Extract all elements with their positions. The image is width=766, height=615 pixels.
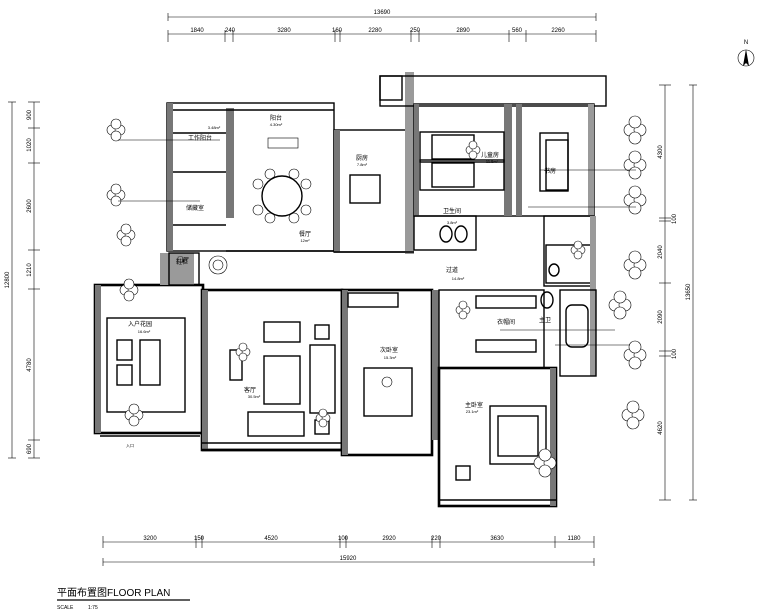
bottom-dim-seg: 1180 <box>568 536 582 542</box>
room-label-master: 主卧室 <box>465 401 483 409</box>
north-label: N <box>744 40 748 46</box>
top-dim-seg: 2890 <box>456 28 470 34</box>
left-dim-seg: 900 <box>27 109 33 120</box>
right-dim-seg: 4300 <box>658 145 664 159</box>
room-area-kids: 11.5m² <box>486 159 499 164</box>
room-area-guest: 15.3m² <box>384 355 397 360</box>
left-dimension-chain: 12800 900 1020 2600 1210 4780 690 <box>5 101 40 459</box>
leader-lines <box>118 139 636 346</box>
room-area-corridor: 14.8m² <box>452 276 465 281</box>
right-dim-seg: 100 <box>672 213 678 224</box>
left-dim-seg: 4780 <box>27 358 33 372</box>
scale-value: 1:75 <box>88 605 98 611</box>
bottom-dim-seg: 220 <box>431 536 442 542</box>
right-dim-seg: 2090 <box>658 310 664 324</box>
room-label-dining: 餐厅 <box>299 230 311 238</box>
room-label-balcony: 阳台 <box>270 114 282 122</box>
top-dim-seg: 2280 <box>368 28 382 34</box>
room-label-corridor: 过道 <box>446 266 458 274</box>
top-dim-seg: 560 <box>512 28 523 34</box>
room-area-master: 23.1m² <box>466 409 479 414</box>
left-dim-seg: 1020 <box>27 138 33 152</box>
room-label-garden: 入户花园 <box>128 320 152 328</box>
top-dim-total: 13690 <box>374 10 391 16</box>
room-area-balcony: 4.30m² <box>270 122 283 127</box>
top-dim-seg: 160 <box>332 28 343 34</box>
entrance-label: 入口 <box>126 443 134 448</box>
room-label-guest: 次卧室 <box>380 346 398 354</box>
left-dim-seg: 1210 <box>27 263 33 277</box>
furniture <box>116 134 569 481</box>
bottom-dim-seg: 4520 <box>264 536 278 542</box>
room-labels: 阳台 4.30m² 工作阳台 3.48m² 储藏室 餐厅 12m² 厨房 7.8… <box>126 114 556 448</box>
room-label-storage: 储藏室 <box>186 204 204 212</box>
top-dim-seg: 1840 <box>190 28 204 34</box>
bottom-dim-seg: 2920 <box>382 536 396 542</box>
bottom-dim-seg: 100 <box>338 536 349 542</box>
room-label-kitchen: 厨房 <box>356 154 368 162</box>
title-en: FLOOR PLAN <box>107 588 170 599</box>
right-dim-seg: 4620 <box>658 421 664 435</box>
bottom-dim-seg: 150 <box>194 536 205 542</box>
room-label-master-bath: 主卫 <box>539 316 551 324</box>
top-dim-seg: 240 <box>225 28 236 34</box>
top-dimension-chain: 13690 1840 240 3280 160 2280 250 2890 56… <box>167 10 597 42</box>
right-dim-total: 13650 <box>686 283 692 300</box>
left-dim-seg: 2600 <box>27 199 33 213</box>
north-arrow-icon: N <box>737 40 755 67</box>
bottom-dim-seg: 3630 <box>490 536 504 542</box>
room-label-living: 客厅 <box>244 386 256 394</box>
room-area-kitchen: 7.8m² <box>357 162 368 167</box>
room-label-bath2: 卫生间 <box>443 207 461 215</box>
title-block: 平面布置图 FLOOR PLAN SCALE 1:75 <box>57 587 190 611</box>
room-label-kids: 儿童房 <box>481 151 499 159</box>
right-dim-seg: 2040 <box>658 245 664 259</box>
bottom-dim-total: 15920 <box>340 556 357 562</box>
right-dim-seg: 100 <box>672 348 678 359</box>
room-area-garden: 16.6m² <box>138 329 151 334</box>
bottom-dim-seg: 3200 <box>143 536 157 542</box>
room-label-study: 书房 <box>544 167 556 175</box>
right-dimension-chain: 4300 100 2040 2090 100 4620 13650 <box>658 84 697 501</box>
room-label-cloak: 衣帽间 <box>497 318 515 326</box>
top-dim-seg: 250 <box>410 28 421 34</box>
top-dim-seg: 3280 <box>277 28 291 34</box>
room-area-utility: 3.48m² <box>208 125 221 130</box>
title-cn: 平面布置图 <box>57 587 107 599</box>
room-area-dining: 12m² <box>300 238 310 243</box>
room-label-foyer: 门厅 <box>177 256 189 264</box>
scale-label: SCALE <box>57 605 74 611</box>
left-dim-total: 12800 <box>5 271 11 288</box>
room-label-utility: 工作阳台 <box>188 134 212 142</box>
room-label-shoe: 鞋柜 <box>176 258 188 266</box>
plant-icon-group <box>106 115 647 478</box>
top-dim-seg: 2260 <box>551 28 565 34</box>
room-area-living: 30.5m² <box>248 394 261 399</box>
room-area-bath2: 3.8m² <box>447 220 458 225</box>
left-dim-seg: 690 <box>27 443 33 454</box>
building-walls <box>93 72 607 508</box>
bottom-dimension-chain: 3200 150 4520 100 2920 220 3630 1180 159… <box>102 536 595 566</box>
